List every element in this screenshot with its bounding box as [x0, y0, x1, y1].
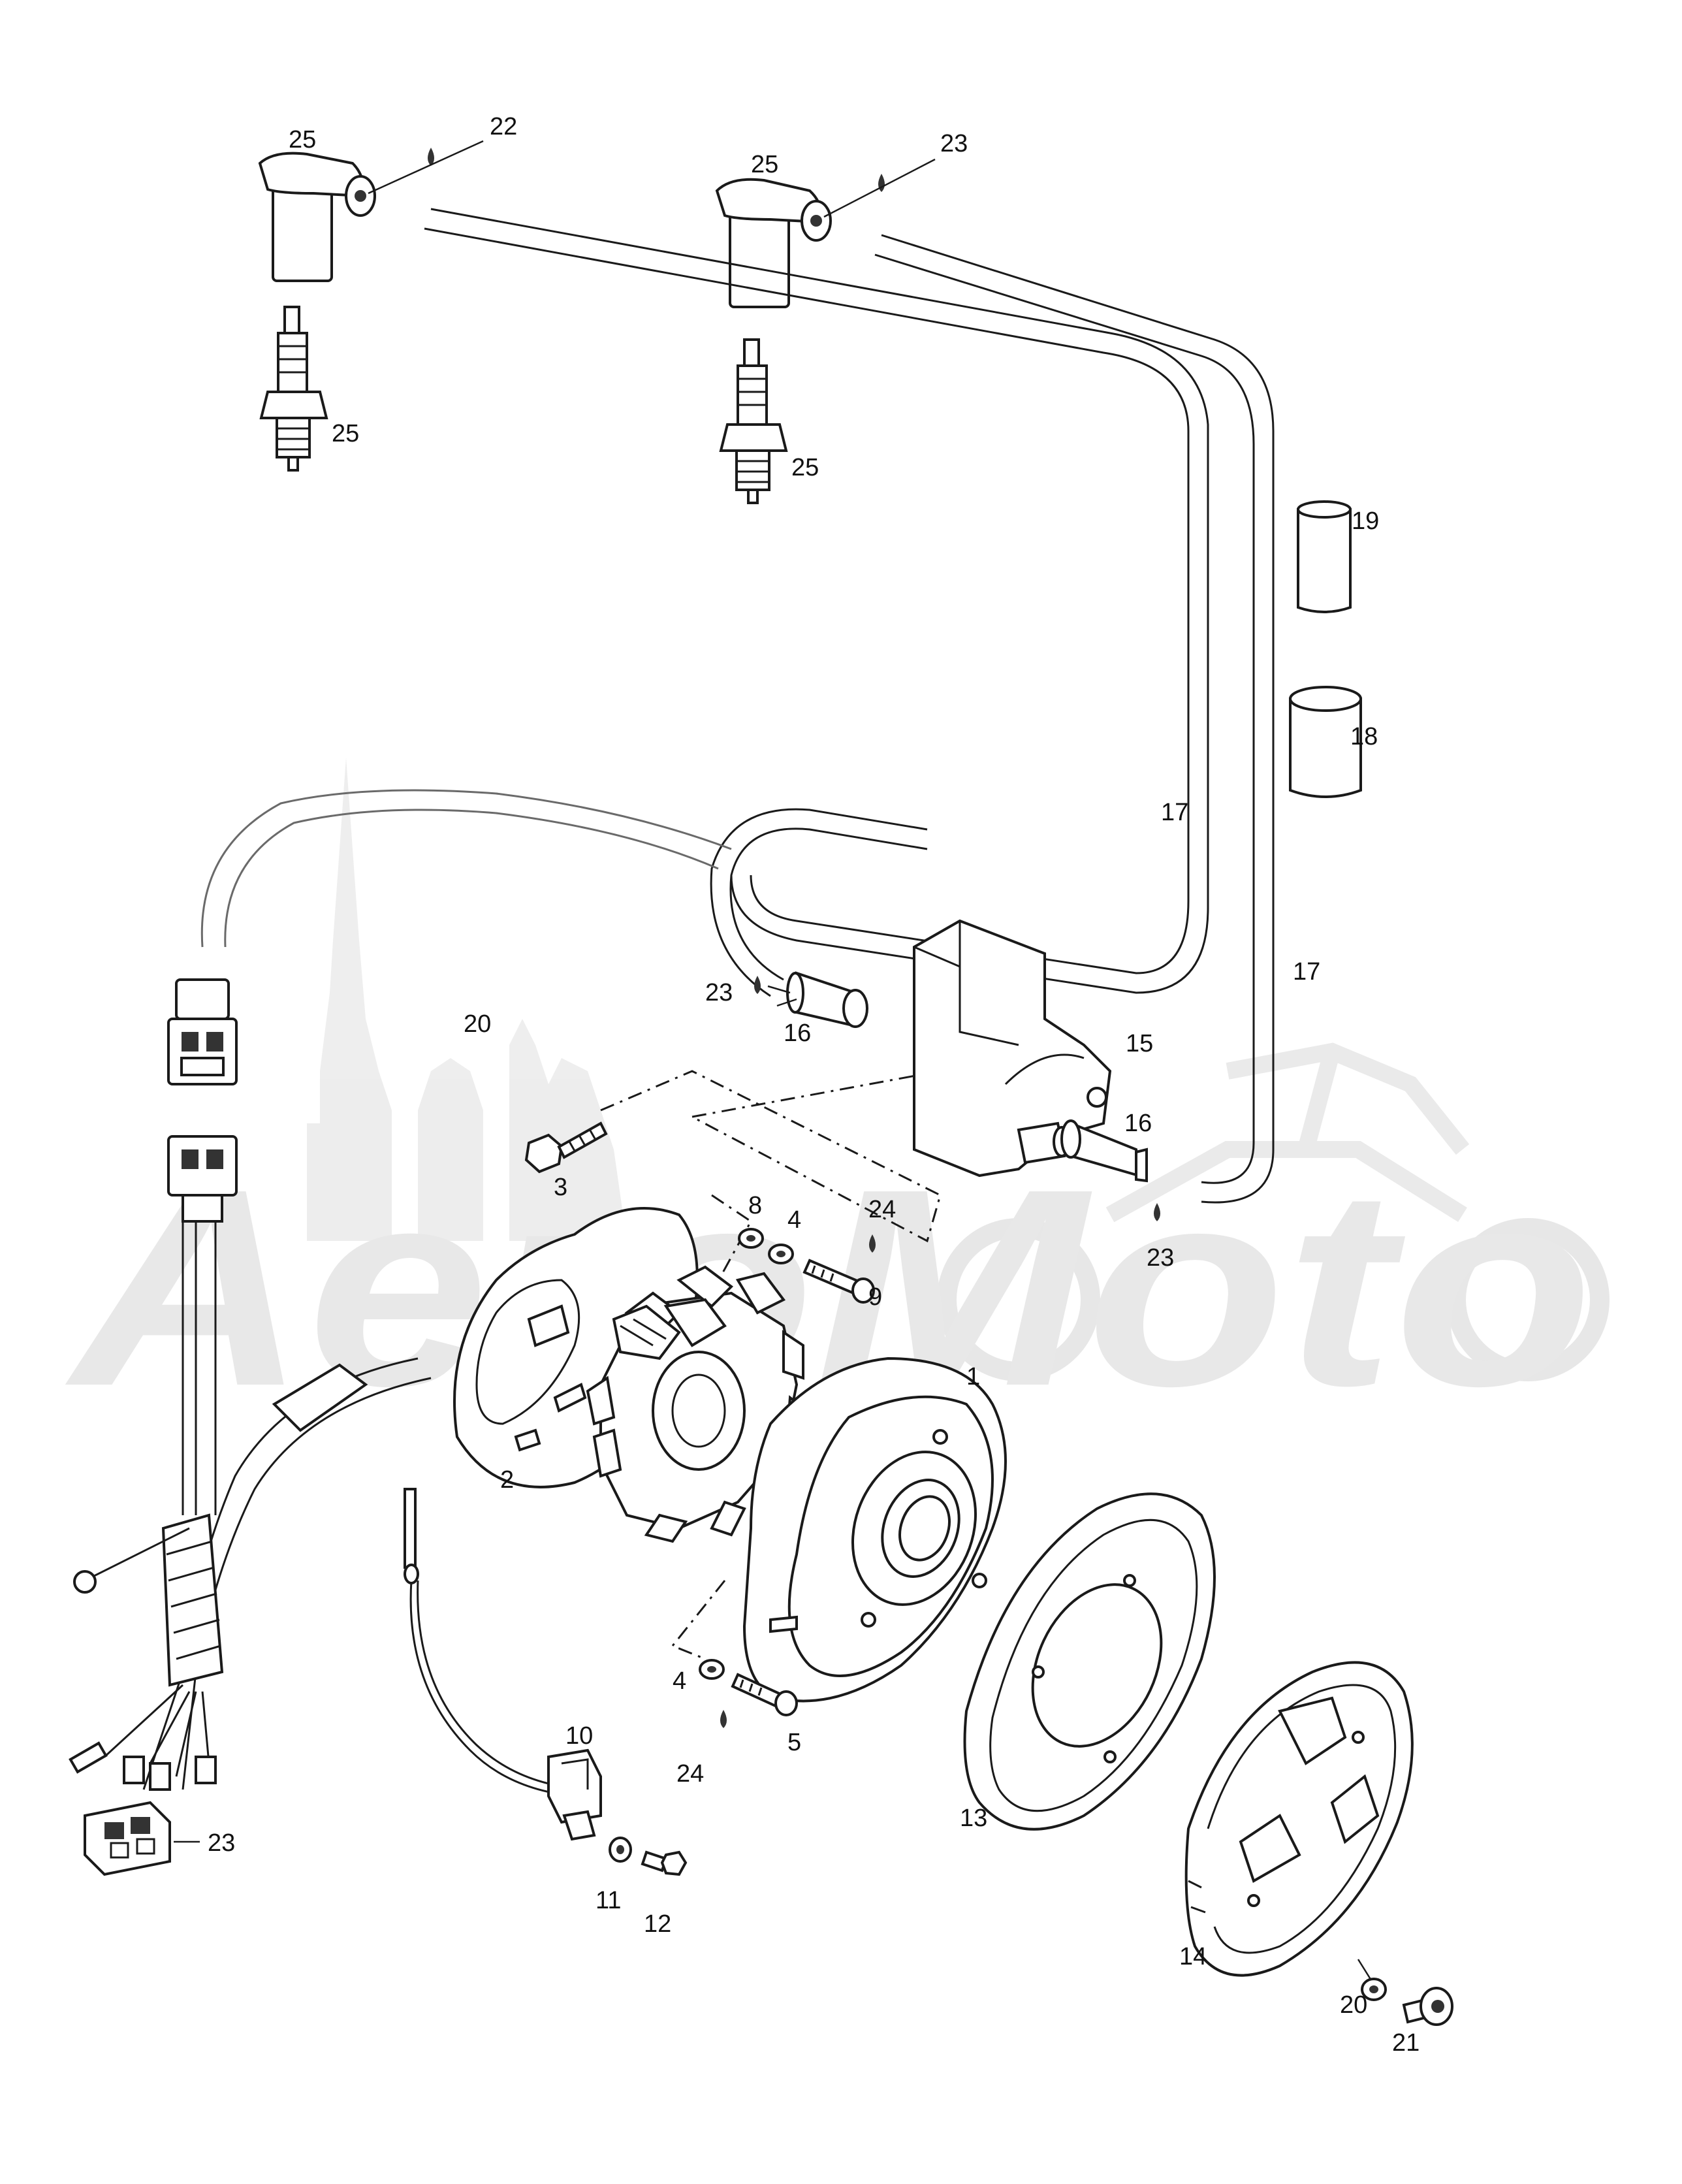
watermark-motorcycle: [1105, 1042, 1470, 1223]
callout-11: 13: [960, 1805, 987, 1832]
callout-21: 20: [464, 1010, 491, 1038]
callout-12: 14: [1179, 1943, 1207, 1970]
callout-24-a: 24: [868, 1196, 896, 1223]
watermark-skyline: [287, 758, 627, 1241]
harness-ghost-line: [200, 789, 732, 948]
callout-9: 11: [595, 1887, 621, 1914]
callout-16-a: 16: [784, 1020, 811, 1047]
spark-plug-cap-left: [258, 152, 376, 282]
callout-14: 21: [1392, 2029, 1420, 2057]
screw-7: [802, 1259, 875, 1304]
stator-harness: [69, 1221, 432, 1791]
assembly-line-flywheel: [671, 1580, 726, 1660]
bolt-14: [1402, 1987, 1453, 2026]
washer-6: [738, 1228, 764, 1249]
callout-23-d: 23: [1147, 1244, 1174, 1272]
watermark: AeroMoto: [61, 758, 1610, 1445]
boot-16-lower: [1060, 1119, 1148, 1183]
washer-13: [1361, 1978, 1387, 2001]
callout-3: 3: [554, 1174, 567, 1201]
callout-25-right: 25: [791, 454, 819, 481]
sleeve-18: [1289, 686, 1362, 798]
cover-12: [1184, 1661, 1414, 1977]
callout-18: 18: [1350, 723, 1378, 750]
stator-2: [586, 1265, 809, 1543]
callout-13: 20: [1340, 1991, 1367, 2019]
high-tension-wire-upper: [424, 208, 1209, 994]
connector-upper: [167, 978, 238, 1085]
callout-4-a: 4: [787, 1206, 801, 1234]
flywheel-1: [742, 1357, 1007, 1703]
screw-21: [524, 1121, 608, 1174]
callout-24-b: 24: [676, 1760, 704, 1788]
connector-lower: [167, 1135, 238, 1223]
connector-housing-22: [84, 1801, 171, 1876]
callout-7: 9: [868, 1283, 882, 1311]
spark-plug-left: [259, 306, 328, 472]
callout-labels: 25 22 25 23 25 19 18 17 17 23 16 20 15 1…: [208, 113, 1420, 2057]
callout-17-b: 17: [1293, 958, 1320, 986]
callout-10: 12: [644, 1910, 671, 1938]
callout-23-b: 23: [940, 130, 968, 157]
screw-5: [731, 1673, 798, 1716]
callout-4-b: 4: [673, 1667, 686, 1695]
sleeve-19: [1297, 500, 1352, 613]
grease-drops: [428, 148, 1160, 1728]
callout-15: 15: [1126, 1030, 1153, 1057]
starter-cup-11: [963, 1492, 1216, 1831]
callout-20-left: 25: [289, 126, 316, 153]
callout-8: 10: [565, 1722, 593, 1750]
clamp-8: [547, 1748, 602, 1841]
callout-2: 2: [500, 1466, 514, 1494]
callout-17-a: 17: [1161, 799, 1188, 826]
callout-23-c: 23: [705, 979, 733, 1006]
callout-1: 1: [966, 1363, 980, 1390]
screw-10: [641, 1850, 688, 1876]
callout-25-left: 25: [332, 420, 359, 447]
watermark-wheel-rear: [937, 1218, 1100, 1381]
boot-16-upper: [786, 971, 868, 1028]
callout-19: 19: [1352, 507, 1379, 535]
callout-6: 8: [748, 1192, 762, 1219]
callout-22: 23: [208, 1829, 235, 1857]
watermark-wheel-front: [1446, 1218, 1610, 1381]
spark-plug-cap-right: [715, 178, 832, 308]
callout-23-a: 22: [490, 113, 517, 140]
washer-4-upper: [768, 1244, 794, 1264]
harness-ghost-line-2: [224, 809, 719, 948]
high-tension-wire-lower: [874, 234, 1275, 1204]
sensor-wire: [404, 1488, 575, 1797]
washer-4-lower: [699, 1659, 725, 1680]
callout-16-b: 16: [1124, 1110, 1152, 1137]
spark-plug-right: [719, 338, 788, 504]
callout-5: 5: [787, 1729, 801, 1756]
high-tension-wire-coil-loop: [710, 808, 928, 997]
washer-9: [609, 1837, 632, 1863]
leader-lines: [174, 140, 1373, 1981]
callout-20-right: 25: [751, 151, 778, 178]
